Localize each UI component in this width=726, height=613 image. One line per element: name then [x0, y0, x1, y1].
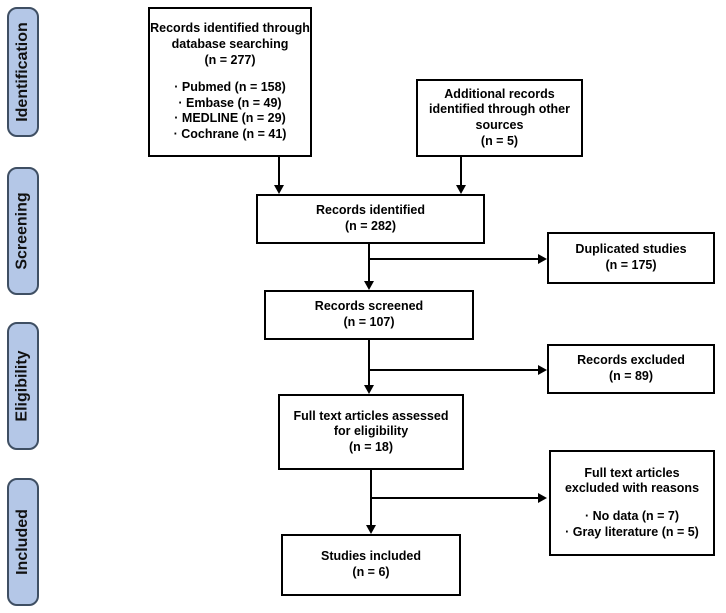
additional-records-line-1: Additional records — [444, 86, 555, 101]
stage-screening: Screening — [7, 167, 39, 295]
arrowhead-to-records-excluded — [538, 365, 547, 375]
arrowhead-additional-to-identified — [456, 185, 466, 194]
additional-records-box: Additional records identified through ot… — [416, 79, 583, 157]
studies-included-count: (n = 6) — [352, 565, 390, 579]
connector-database-to-identified — [278, 157, 280, 185]
reason-gray-literature: · Gray literature (n = 5) — [565, 524, 699, 539]
fulltext-assessed-line-1: Full text articles assessed — [293, 408, 449, 423]
records-identified-box: Records identified (n = 282) — [256, 194, 485, 244]
source-medline: · MEDLINE (n = 29) — [174, 111, 286, 126]
reason-no-data: · No data (n = 7) — [584, 509, 680, 523]
records-screened-count: (n = 107) — [343, 315, 395, 329]
fulltext-excluded-line-2: excluded with reasons — [564, 481, 700, 496]
arrowhead-identified-to-screened — [364, 281, 374, 290]
records-screened-label: Records screened — [314, 299, 424, 314]
records-identified-label: Records identified — [315, 203, 426, 218]
fulltext-assessed-line-2: for eligibility — [333, 424, 409, 439]
fulltext-assessed-box: Full text articles assessed for eligibil… — [278, 394, 464, 470]
source-pubmed: · Pubmed (n = 158) — [174, 80, 286, 95]
records-excluded-box: Records excluded (n = 89) — [547, 344, 715, 394]
additional-records-line-2: identified through other — [429, 102, 570, 117]
connector-identified-to-screened — [368, 244, 370, 281]
stage-eligibility-label: Eligibility — [14, 350, 31, 422]
source-cochrane: · Cochrane (n = 41) — [173, 127, 287, 142]
connector-to-duplicated — [369, 258, 538, 260]
connector-to-fulltext-excluded — [371, 497, 538, 499]
additional-records-count: (n = 5) — [480, 133, 519, 148]
records-excluded-label: Records excluded — [577, 353, 685, 368]
stage-identification-label: Identification — [14, 22, 31, 122]
arrowhead-fulltext-to-included — [366, 525, 376, 534]
additional-records-line-3: sources — [475, 118, 524, 132]
connector-screened-to-fulltext — [368, 340, 370, 385]
connector-to-records-excluded — [369, 369, 538, 371]
stage-screening-label: Screening — [14, 192, 32, 270]
database-records-count: (n = 277) — [204, 52, 256, 67]
arrowhead-database-to-identified — [274, 185, 284, 194]
studies-included-label: Studies included — [320, 549, 421, 564]
source-embase: · Embase (n = 49) — [178, 95, 282, 110]
fulltext-assessed-count: (n = 18) — [348, 439, 394, 454]
arrowhead-screened-to-fulltext — [364, 385, 374, 394]
stage-eligibility: Eligibility — [7, 322, 39, 450]
connector-additional-to-identified — [460, 157, 462, 185]
duplicated-studies-box: Duplicated studies (n = 175) — [547, 232, 715, 284]
duplicated-studies-label: Duplicated studies — [575, 242, 687, 257]
records-identified-count: (n = 282) — [344, 219, 397, 233]
fulltext-excluded-line-1: Full text articles — [584, 465, 680, 480]
fulltext-excluded-box: Full text articles excluded with reasons… — [549, 450, 715, 556]
studies-included-box: Studies included (n = 6) — [281, 534, 461, 596]
records-screened-box: Records screened (n = 107) — [264, 290, 474, 340]
database-records-title-1: Records identified through — [150, 21, 310, 36]
arrowhead-to-fulltext-excluded — [538, 493, 547, 503]
stage-included-label: Included — [14, 509, 31, 575]
duplicated-studies-count: (n = 175) — [605, 258, 657, 272]
arrowhead-to-duplicated — [538, 254, 547, 264]
database-records-box: Records identified through database sear… — [148, 7, 312, 157]
database-records-title-2: database searching — [171, 36, 289, 51]
stage-included: Included — [7, 478, 39, 606]
records-excluded-count: (n = 89) — [608, 369, 654, 383]
stage-identification: Identification — [7, 7, 39, 137]
